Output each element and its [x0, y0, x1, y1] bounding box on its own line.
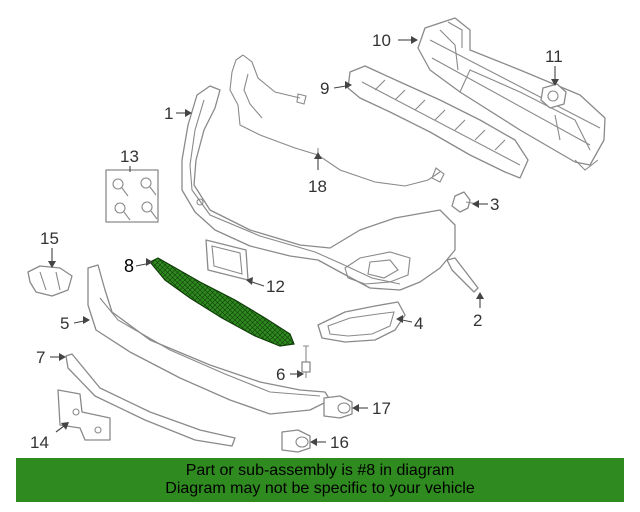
part-11-nut[interactable] [540, 83, 567, 109]
callout-8: 8 [124, 256, 134, 276]
part-10-reinforcement-beam[interactable] [417, 17, 606, 171]
callout-16: 16 [330, 433, 349, 452]
callout-2: 2 [473, 311, 482, 330]
callout-4: 4 [414, 314, 423, 333]
part-9-energy-absorber[interactable] [347, 65, 529, 179]
part-12-license-bracket[interactable] [205, 239, 249, 281]
part-16-sensor[interactable] [281, 429, 311, 453]
part-1-bumper-cover[interactable] [181, 85, 456, 291]
callout-13: 13 [120, 147, 139, 166]
part-8-lower-grille[interactable] [149, 257, 295, 347]
callout-7: 7 [36, 348, 45, 367]
callout-11: 11 [545, 47, 563, 66]
callout-10: 10 [372, 31, 391, 50]
banner-line-2: Diagram may not be specific to your vehi… [165, 480, 475, 497]
callout-9: 9 [320, 79, 329, 98]
callout-17: 17 [372, 399, 391, 418]
callout-5: 5 [60, 314, 69, 333]
banner-line-1: Part or sub-assembly is #8 in diagram [185, 462, 455, 479]
part-15-sensor-bracket[interactable] [27, 265, 73, 297]
part-4-fog-bezel[interactable] [317, 301, 406, 343]
part-17-sensor[interactable] [323, 395, 353, 419]
part-3-push-pin[interactable] [451, 191, 479, 213]
part-13-screw-set[interactable] [105, 169, 159, 223]
callout-14: 14 [30, 433, 49, 452]
part-5-lower-valance[interactable] [87, 264, 331, 415]
part-7-air-deflector[interactable] [65, 353, 236, 447]
callout-12: 12 [266, 277, 285, 296]
part-2-molding[interactable] [446, 257, 479, 293]
callout-1: 1 [164, 104, 173, 123]
part-18-wiring-harness [229, 54, 445, 187]
part-6-pin[interactable] [301, 345, 311, 378]
highlight-banner: Part or sub-assembly is #8 in diagram Di… [16, 458, 624, 502]
callout-3: 3 [490, 195, 499, 214]
callout-15: 15 [40, 229, 59, 248]
callout-18: 18 [308, 177, 327, 196]
leader-lines [48, 36, 559, 446]
callout-6: 6 [276, 365, 285, 384]
